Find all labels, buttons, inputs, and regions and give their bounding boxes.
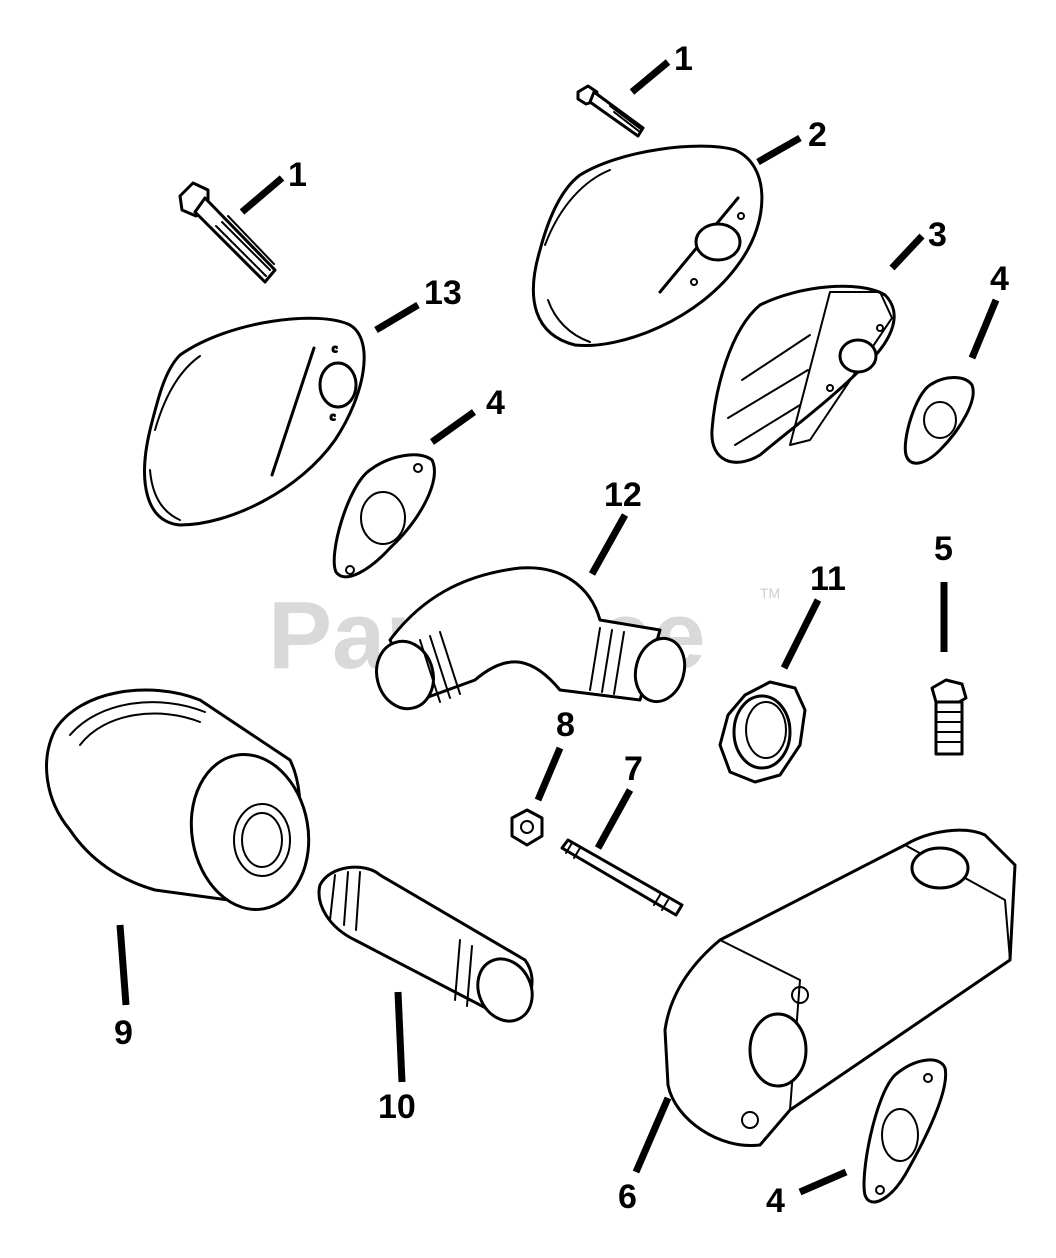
part-lock-nut[interactable] — [718, 680, 807, 784]
part-manifold[interactable] — [663, 828, 1017, 1148]
callout-4-bottom: 4 — [766, 1182, 785, 1220]
callout-labels: 1 2 1 3 4 13 4 12 5 11 8 7 9 10 6 4 — [114, 40, 1009, 1220]
leader-lines — [116, 59, 1000, 1196]
part-pipe-nipple[interactable] — [317, 865, 542, 1030]
part-nut[interactable] — [510, 808, 544, 847]
callout-5: 5 — [934, 530, 953, 568]
part-plate[interactable] — [710, 284, 896, 464]
callout-13: 13 — [424, 274, 462, 312]
svg-text:c: c — [330, 409, 335, 423]
callout-11: 11 — [810, 560, 846, 598]
part-muffler-top[interactable] — [532, 144, 764, 348]
callout-6: 6 — [618, 1178, 637, 1216]
part-gasket-bottom[interactable] — [862, 1058, 948, 1204]
callout-4-right: 4 — [990, 260, 1009, 298]
part-gasket-left[interactable] — [332, 453, 436, 579]
callout-2: 2 — [808, 116, 827, 154]
callout-9: 9 — [114, 1014, 133, 1052]
callout-4-left: 4 — [486, 384, 505, 422]
callout-1-top: 1 — [674, 40, 693, 78]
svg-text:c: c — [332, 341, 337, 355]
callout-8: 8 — [556, 706, 575, 744]
part-elbow-pipe[interactable] — [369, 566, 691, 715]
watermark-trademark: TM — [760, 585, 780, 601]
part-bolt-large[interactable] — [178, 181, 277, 284]
callout-7: 7 — [624, 750, 643, 788]
part-muffler-left[interactable]: c c — [143, 316, 366, 527]
callout-12: 12 — [604, 476, 642, 514]
part-bolt-small[interactable] — [576, 84, 645, 138]
callout-1-left: 1 — [288, 156, 307, 194]
part-round-muffler[interactable] — [45, 688, 321, 919]
part-gasket-right[interactable] — [903, 376, 975, 465]
part-hex-bolt[interactable] — [930, 678, 968, 756]
part-stud[interactable] — [560, 838, 684, 917]
callout-10: 10 — [378, 1088, 416, 1126]
callout-3: 3 — [928, 216, 947, 254]
